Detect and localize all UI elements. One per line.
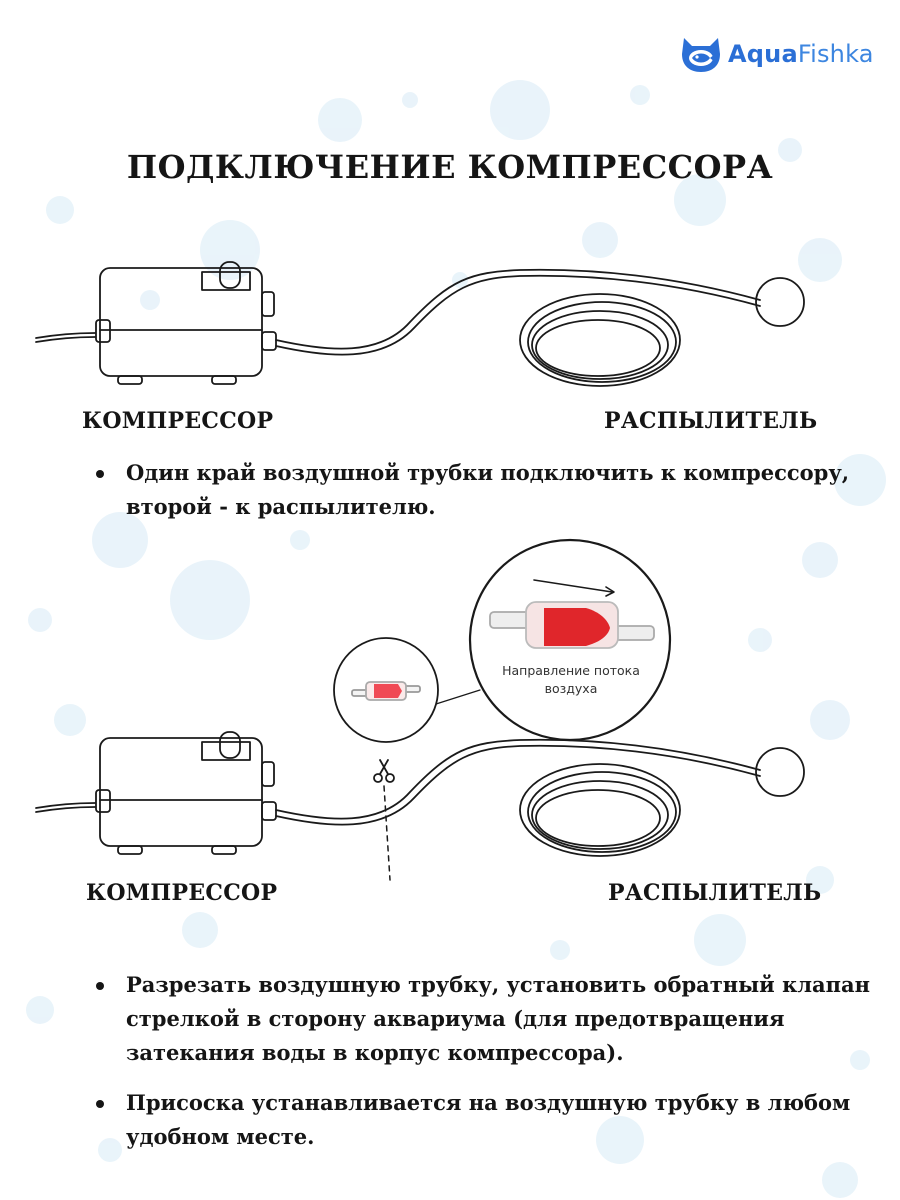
airflow-direction-caption: Направление потока воздуха xyxy=(502,663,640,696)
instruction-step-2: Разрезать воздушную трубку, установить о… xyxy=(86,968,886,1070)
instruction-step-1: Один край воздушной трубки подключить к … xyxy=(86,456,866,524)
valve-small-callout xyxy=(333,637,481,743)
brand-logo: AquaFishka xyxy=(680,34,874,74)
air-tube-1 xyxy=(275,268,761,387)
scissors-icon xyxy=(373,759,395,783)
page-title: ПОДКЛЮЧЕНИЕ КОМПРЕССОРА xyxy=(126,148,774,186)
bullet-dot xyxy=(96,470,104,478)
bullet-dot xyxy=(96,1100,104,1108)
cut-line xyxy=(383,785,391,881)
compressor-illustration-1 xyxy=(35,261,277,385)
air-stone-label-1: РАСПЫЛИТЕЛЬ xyxy=(604,408,818,434)
bullet-dot xyxy=(96,982,104,990)
cat-fish-logo-icon xyxy=(682,38,720,72)
valve-zoom-callout xyxy=(468,538,672,742)
air-tube-2 xyxy=(275,738,761,857)
air-stone-label-2: РАСПЫЛИТЕЛЬ xyxy=(608,880,822,906)
instruction-step-3: Присоска устанавливается на воздушную тр… xyxy=(86,1086,886,1154)
compressor-label-2: КОМПРЕССОР xyxy=(86,880,278,906)
brand-name: AquaFishka xyxy=(728,40,874,68)
air-stone-1 xyxy=(755,277,805,327)
compressor-illustration-2 xyxy=(35,731,277,855)
compressor-label-1: КОМПРЕССОР xyxy=(82,408,274,434)
air-stone-2 xyxy=(755,747,805,797)
